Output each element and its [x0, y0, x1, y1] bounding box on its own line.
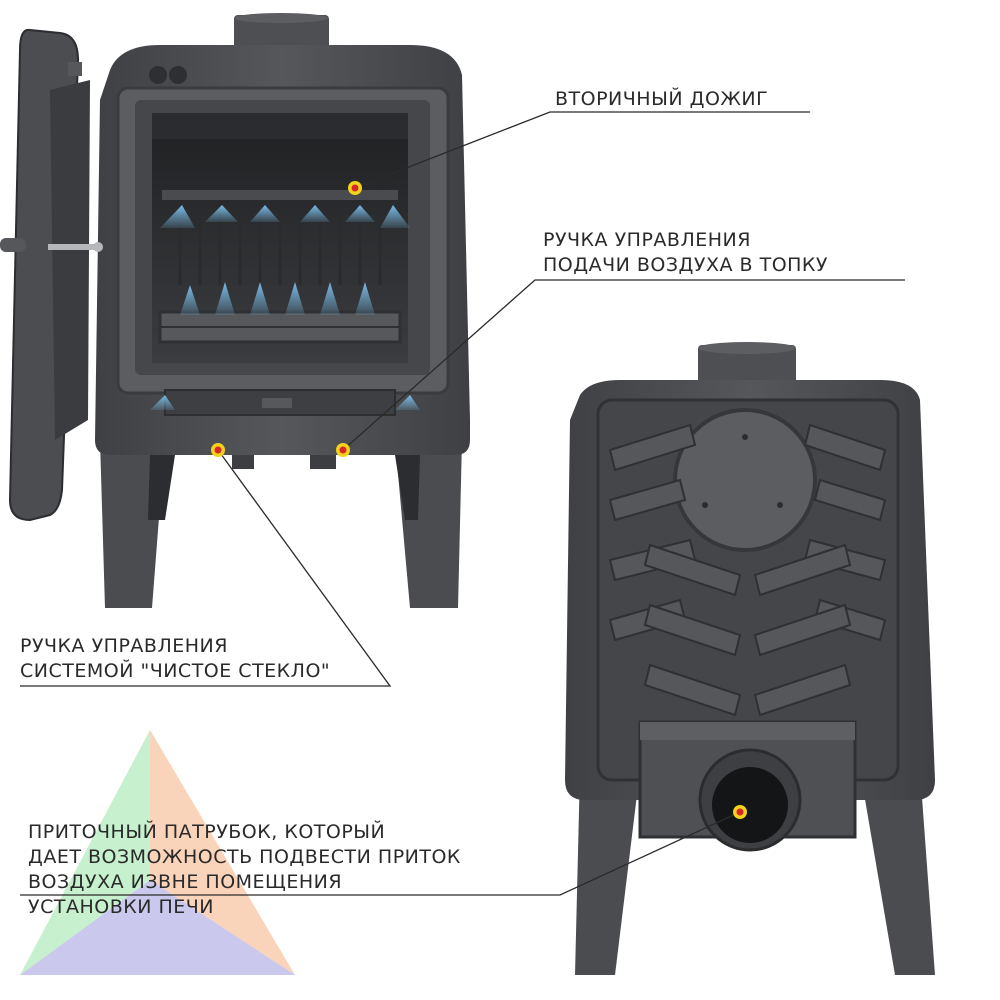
- callout-line: СИСТЕМОЙ "ЧИСТОЕ СТЕКЛО": [20, 660, 331, 682]
- callout-line: УСТАНОВКИ ПЕЧИ: [28, 896, 214, 918]
- marker-clean-glass: [211, 443, 225, 457]
- stove-front-view: [0, 13, 470, 608]
- callout-clean-glass-handle: РУЧКА УПРАВЛЕНИЯ СИСТЕМОЙ "ЧИСТОЕ СТЕКЛО…: [20, 634, 330, 684]
- callout-secondary-burn: ВТОРИЧНЫЙ ДОЖИГ: [555, 87, 768, 112]
- callout-air-supply-handle: РУЧКА УПРАВЛЕНИЯ ПОДАЧИ ВОЗДУХА В ТОПКУ: [543, 228, 828, 278]
- callout-inlet-pipe: ПРИТОЧНЫЙ ПАТРУБОК, КОТОРЫЙ ДАЕТ ВОЗМОЖН…: [28, 820, 461, 920]
- brand-logo-triangle: [20, 730, 295, 975]
- marker-secondary-burn: [348, 181, 362, 195]
- marker-air-supply: [336, 443, 350, 457]
- callout-markers: [211, 181, 747, 819]
- callout-line: ПОДАЧИ ВОЗДУХА В ТОПКУ: [543, 254, 828, 276]
- callout-line: ВОЗДУХА ИЗВНЕ ПОМЕЩЕНИЯ: [28, 871, 343, 893]
- callout-line: ПРИТОЧНЫЙ ПАТРУБОК, КОТОРЫЙ: [28, 821, 386, 843]
- marker-inlet-pipe: [733, 805, 747, 819]
- airflow-arrows: [150, 205, 420, 410]
- callout-line: РУЧКА УПРАВЛЕНИЯ: [20, 635, 228, 657]
- leader-lines: [20, 111, 905, 896]
- callout-line: РУЧКА УПРАВЛЕНИЯ: [543, 229, 751, 251]
- callout-line: ВТОРИЧНЫЙ ДОЖИГ: [555, 88, 769, 110]
- callout-line: ДАЕТ ВОЗМОЖНОСТЬ ПОДВЕСТИ ПРИТОК: [28, 846, 461, 868]
- stove-rear-view: [565, 342, 935, 975]
